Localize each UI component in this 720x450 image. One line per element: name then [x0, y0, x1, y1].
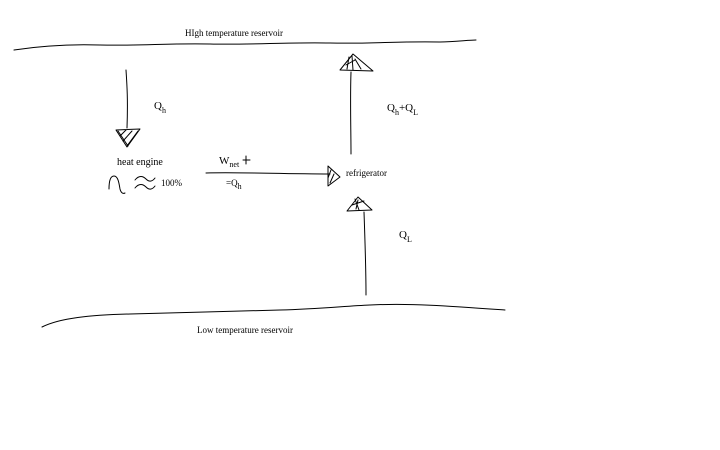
ql-symbol: QL	[399, 229, 412, 244]
qhql-symbol: Qh+QL	[387, 102, 418, 117]
refrigerator-label: refrigerator	[346, 168, 387, 178]
engine-wave-icon	[108, 175, 126, 194]
work-symbol: Wnet	[219, 155, 240, 169]
engine-efficiency: 100%	[161, 178, 183, 188]
work-equals: =Qh	[226, 178, 242, 191]
qh-symbol: Qh	[154, 100, 166, 115]
work-arrow	[205, 165, 341, 187]
work-plus-mark	[242, 155, 251, 165]
high-reservoir-line	[13, 39, 477, 51]
engine-approx-icon	[134, 176, 156, 190]
low-reservoir-label: Low temperature reservoir	[197, 325, 293, 335]
ql-to-refrigerator-arrow	[346, 196, 373, 296]
high-reservoir-label: HIgh temperature reservoir	[185, 28, 283, 38]
qh-to-engine-arrow	[115, 69, 141, 148]
qhql-to-high-arrow	[339, 53, 374, 155]
heat-engine-label: heat engine	[117, 157, 163, 168]
low-reservoir-line	[41, 303, 506, 328]
